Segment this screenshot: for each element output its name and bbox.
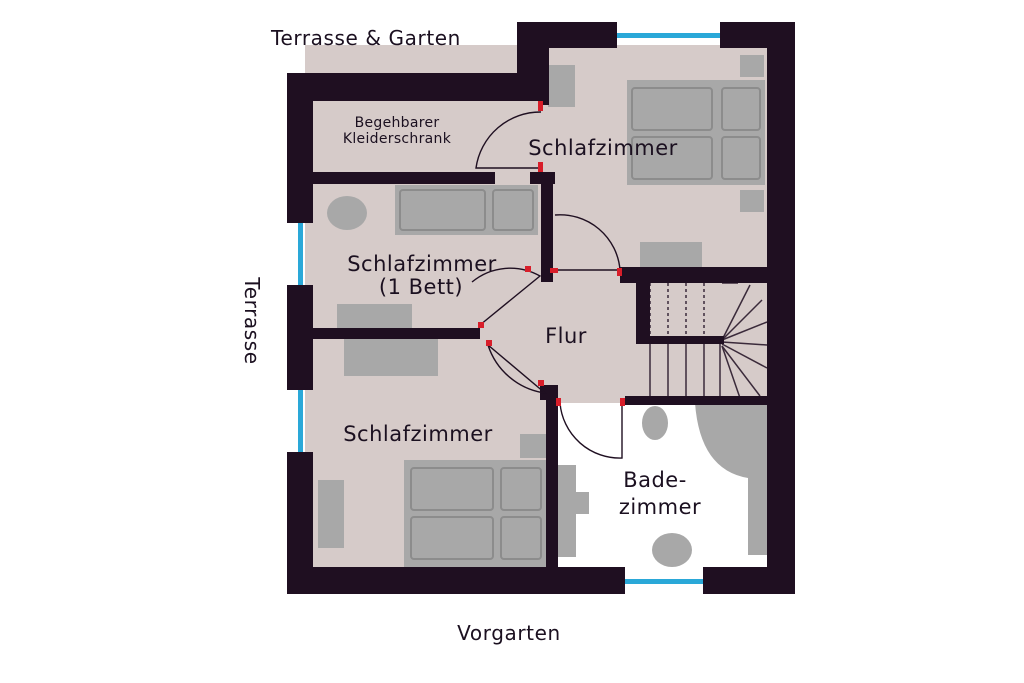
single-bed-w [395, 185, 538, 235]
wall-stairs-left [636, 267, 650, 342]
door-mark [620, 398, 625, 406]
door-bedroom-ne [554, 214, 621, 271]
double-bed-sw [404, 460, 547, 567]
wall-east [767, 22, 795, 594]
bed-ne-pillow-a [631, 87, 713, 131]
wall-west-a [287, 73, 313, 223]
nightstand-sw [520, 434, 546, 458]
toilet-bath [642, 406, 668, 440]
window-north [617, 33, 720, 38]
label-walkin-line1: Begehbarer [355, 115, 440, 131]
nightstand-ne-top [740, 55, 764, 77]
wall-south-b [703, 567, 795, 594]
door-bedroom-sw [487, 344, 548, 395]
window-west-b [298, 390, 303, 452]
wall-hall-sw [540, 385, 558, 400]
stair-wind [721, 284, 751, 341]
window-south [625, 579, 703, 584]
door-walkin [475, 111, 542, 169]
wardrobe-sw [318, 480, 344, 548]
door-mark [538, 101, 543, 111]
wall-w-bedroom-south [305, 328, 480, 339]
wall-stairs-mid [636, 336, 724, 344]
stair-wind [721, 321, 768, 341]
wall-walkin-south [305, 172, 495, 184]
door-mark [486, 340, 492, 346]
bed-sw-panel-a [410, 467, 494, 511]
door-mark [617, 268, 622, 276]
label-south-outside: Vorgarten [457, 621, 561, 645]
stool-w [327, 196, 367, 230]
stair-wind [721, 345, 761, 397]
stair-wind [721, 299, 763, 341]
bed-sw-panel-b [500, 467, 542, 511]
label-bedroom-w-line1: Schlafzimmer [347, 252, 497, 276]
vanity-bath [558, 465, 576, 557]
wall-inner-v-mid [541, 172, 553, 282]
label-hall: Flur [545, 324, 587, 348]
staircase [649, 282, 768, 399]
bidet-bath [652, 533, 692, 567]
door-mark [550, 268, 558, 273]
label-bath-line2: zimmer [619, 495, 701, 519]
nightstand-ne-bottom [740, 190, 764, 212]
door-mark [538, 162, 543, 172]
shower-bath [695, 403, 767, 555]
door-mark [556, 398, 561, 406]
bed-w-panel-b [492, 189, 534, 231]
wall-south-a [287, 567, 625, 594]
walls [287, 22, 795, 594]
stair-wind [721, 345, 741, 399]
door-mark [525, 266, 531, 272]
wall-bath-left [546, 392, 558, 570]
desk-ne [640, 242, 702, 267]
label-bedroom-sw: Schlafzimmer [343, 422, 493, 446]
door-mark [538, 380, 544, 386]
bed-sw-panel-c [410, 516, 494, 560]
stair-wind [721, 343, 768, 369]
cabinet-ne-left [548, 65, 575, 107]
label-walkin-line2: Kleiderschrank [343, 131, 452, 147]
door-marks [478, 101, 625, 406]
desk-sw [344, 339, 438, 376]
label-bedroom-ne: Schlafzimmer [528, 136, 678, 160]
furniture [318, 55, 767, 567]
label-west-outside: Terrasse [240, 276, 264, 364]
wall-stairs-top [620, 267, 770, 283]
bed-ne-pillow-b [721, 87, 761, 131]
stair-wind [721, 341, 768, 346]
basin-bath [573, 492, 589, 514]
wall-stairs-bottom [625, 396, 770, 405]
bed-details [399, 87, 761, 560]
wall-north-right-a [517, 22, 617, 48]
door-bedroom-w [471, 267, 542, 326]
bed-w-panel-a [399, 189, 486, 231]
label-bath-line1: Bade- [623, 468, 687, 492]
bed-ne-pillow-d [721, 136, 761, 180]
desk-w [337, 304, 412, 328]
double-bed-ne [627, 80, 765, 185]
door-bath [559, 402, 623, 459]
bed-sw-panel-d [500, 516, 542, 560]
door-mark [478, 322, 484, 328]
bed-ne-pillow-c [631, 136, 713, 180]
label-north-outside: Terrasse & Garten [270, 26, 461, 50]
label-bedroom-w-line2: (1 Bett) [379, 275, 463, 299]
windows [298, 33, 720, 584]
door-swings [471, 111, 623, 459]
wall-north-left [287, 73, 547, 101]
wall-inner-v-top [541, 45, 549, 105]
window-west-a [298, 223, 303, 285]
